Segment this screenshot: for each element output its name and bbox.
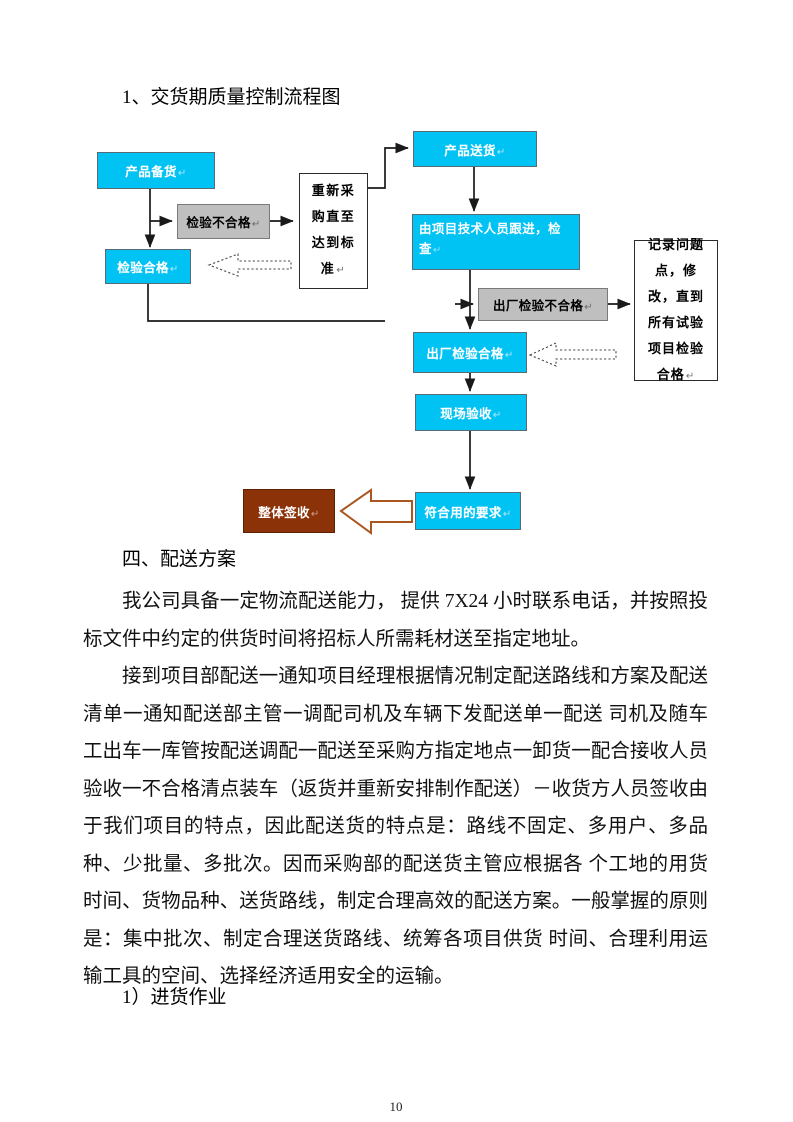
flow-node-meets-requirement-label: 符合用的要求: [424, 505, 502, 520]
flow-node-factory-fail[interactable]: 出厂检验不合格↵: [478, 288, 608, 321]
paragraph-mark-icon: ↵: [492, 410, 502, 421]
quality-control-flowchart: 产品备货↵ 检验不合格↵ 重新采购直至达到标准↵ 检验合格↵ 产品送货↵ 由项目…: [0, 0, 793, 560]
flow-node-overall-signoff[interactable]: 整体签收↵: [243, 489, 335, 533]
paragraph-mark-icon: ↵: [169, 264, 179, 275]
page-number: 10: [389, 1099, 403, 1114]
paragraph-mark-icon: ↵: [251, 219, 261, 230]
flow-node-factory-pass-label: 出厂检验合格: [426, 347, 504, 361]
paragraph-logistics-capability: 我公司具备一定物流配送能力， 提供 7X24 小时联系电话，并按照投标文件中约定…: [83, 591, 708, 650]
paragraph-mark-icon: ↵: [432, 245, 442, 256]
subsection-heading-inbound-operations: 1）进货作业: [122, 987, 227, 1008]
page-title: 1、交货期质量控制流程图: [122, 87, 341, 108]
flow-node-product-delivery[interactable]: 产品送货↵: [413, 131, 537, 167]
flow-node-inspection-fail[interactable]: 检验不合格↵: [177, 204, 270, 239]
flow-node-overall-signoff-label: 整体签收: [258, 505, 310, 520]
flow-node-repurchase-label: 重新采购直至达到标准: [311, 183, 356, 276]
paragraph-mark-icon: ↵: [496, 146, 506, 158]
flow-node-inspection-pass[interactable]: 检验合格↵: [105, 249, 191, 284]
paragraph-mark-icon: ↵: [502, 508, 512, 520]
signoff-left-arrow: [339, 488, 413, 535]
flow-node-product-stock[interactable]: 产品备货↵: [97, 152, 215, 189]
paragraph-mark-icon: ↵: [504, 350, 514, 361]
flow-node-record-issue[interactable]: 记录问题点，修改，直到所有试验项目检验合格↵: [634, 236, 718, 382]
flow-node-meets-requirement[interactable]: 符合用的要求↵: [415, 492, 521, 530]
flow-node-site-acceptance-label: 现场验收: [440, 407, 492, 421]
flow-node-inspection-pass-label: 检验合格: [117, 261, 169, 275]
flow-node-factory-fail-label: 出厂检验不合格: [492, 299, 584, 313]
paragraph-mark-icon: ↵: [177, 168, 187, 179]
paragraph-mark-icon: ↵: [685, 370, 696, 382]
flow-node-repurchase[interactable]: 重新采购直至达到标准↵: [299, 173, 368, 289]
paragraph-distribution-process: 接到项目部配送一通知项目经理根据情况制定配送路线和方案及配送清单一通知配送部主管…: [83, 666, 708, 987]
paragraph-mark-icon: ↵: [336, 265, 347, 276]
dashed-feedback-arrow-1: [207, 253, 292, 277]
flow-node-tech-followup-label: 由项目技术人员跟进，检查: [419, 222, 561, 256]
flow-node-site-acceptance[interactable]: 现场验收↵: [415, 394, 527, 431]
flow-node-factory-pass[interactable]: 出厂检验合格↵: [413, 332, 527, 373]
paragraph-mark-icon: ↵: [584, 302, 594, 313]
flow-node-product-stock-label: 产品备货: [125, 165, 177, 179]
paragraph-mark-icon: ↵: [310, 508, 320, 520]
dashed-feedback-arrow-2: [528, 342, 617, 367]
flow-node-tech-followup[interactable]: 由项目技术人员跟进，检查↵: [412, 214, 580, 270]
flow-node-product-delivery-label: 产品送货: [444, 143, 496, 158]
section-heading-distribution-plan: 四、配送方案: [122, 549, 237, 570]
flow-node-inspection-fail-label: 检验不合格: [186, 216, 251, 230]
flow-node-record-issue-label: 记录问题点，修改，直到所有试验项目检验合格: [647, 236, 704, 382]
